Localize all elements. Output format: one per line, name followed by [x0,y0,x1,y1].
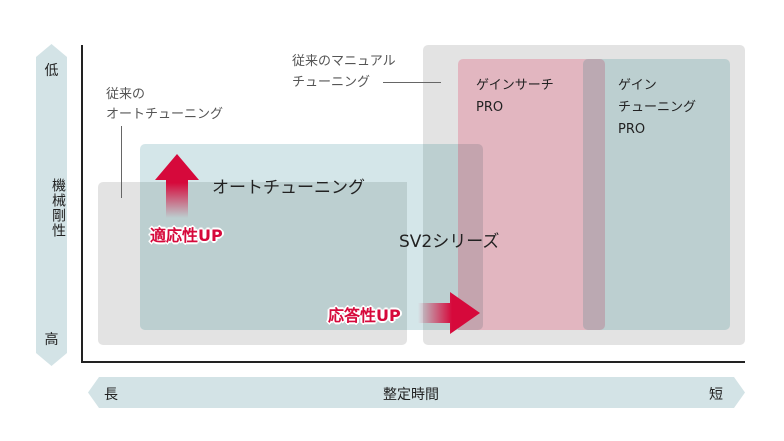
adaptability-up-label: 適応性UP [150,226,223,245]
gain-tuning-label-2: チューニング [618,100,697,115]
x-axis-title: 整定時間 [383,387,439,403]
gain-search-label-2: PRO [476,100,504,115]
gain-tuning-label-3: PRO [618,122,646,137]
sv2-series-label: SV2シリーズ [399,232,500,252]
manual-label-1: 従来のマニュアル [292,54,396,69]
x-axis-arrow [88,377,745,408]
y-axis-line [81,45,83,363]
manual-leader-line [383,82,441,83]
y-axis-arrow [36,44,67,366]
responsiveness-up-label: 応答性UP [328,306,401,325]
legacy-auto-label-1: 従来の [106,87,146,102]
adaptability-up-arrow-icon [155,154,199,218]
responsiveness-right-arrow-icon [418,292,480,334]
y-axis-title: 機械剛性 [50,178,66,238]
manual-label-2: チューニング [292,75,371,90]
legacy-auto-label-2: オートチューニング [106,107,224,122]
x-axis-long-label: 長 [104,387,118,403]
sv2-auto-tuning-label: オートチューニング [212,178,365,198]
gain-tuning-pro-region [583,59,730,330]
gain-overlap-band [583,59,605,330]
y-axis-low-label: 低 [44,63,59,79]
x-axis-line [81,361,745,363]
sv2-gain-search-overlap [458,144,483,330]
gain-search-label-1: ゲインサーチ [476,78,554,93]
legacy-auto-leader-line [121,126,122,198]
x-axis-short-label: 短 [709,387,723,403]
gain-tuning-label-1: ゲイン [618,78,657,93]
y-axis-high-label: 高 [44,332,59,348]
